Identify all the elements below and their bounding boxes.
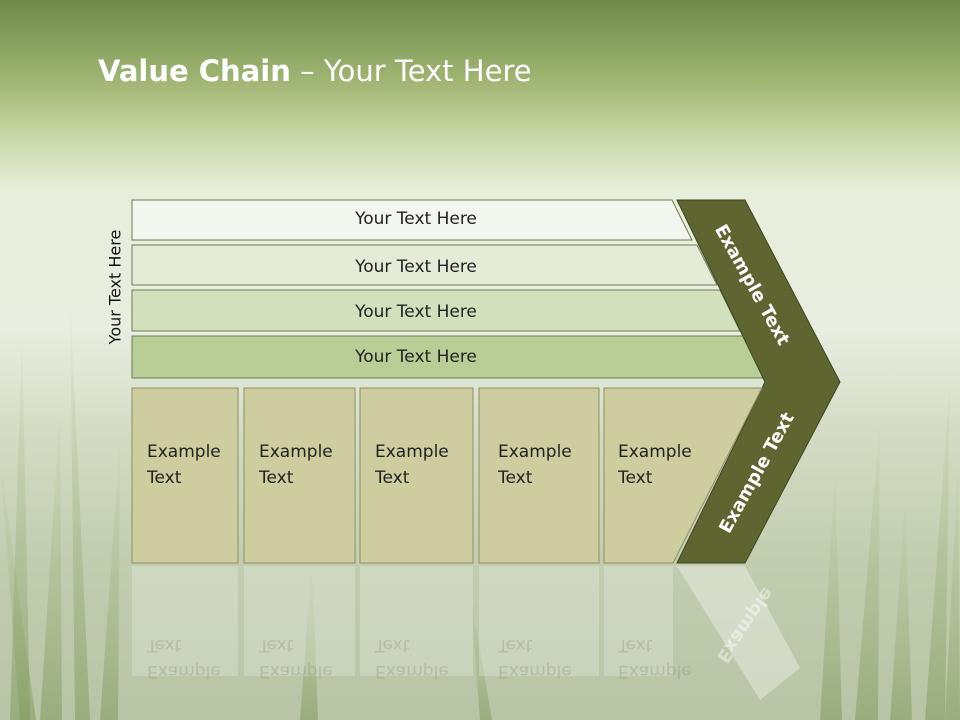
title-separator: – [290,54,324,88]
chevron-shape [676,199,841,564]
slide-title: Value Chain – Your Text Here [98,54,532,88]
box-label-reflection-1: Example Text [147,635,221,681]
chevron-reflection [677,566,800,700]
row-label-3: Your Text Here [355,302,477,322]
box-shape-1 [131,387,239,564]
box-reflection-5 [604,566,673,676]
box-label-reflection-4: Example Text [498,635,572,681]
row-shape-2 [131,244,718,286]
box-label-3: Example Text [375,442,449,488]
box-shape-4 [478,387,600,564]
title-rest: Your Text Here [323,54,532,88]
box-reflection-1 [132,566,238,676]
box-label-1: Example Text [147,442,221,488]
row-shape-1 [131,199,693,241]
box-shape-2 [243,387,356,564]
box-label-4: Example Text [498,442,572,488]
row-label-4: Your Text Here [355,347,477,367]
box-label-2: Example Text [259,442,333,488]
row-label-1: Your Text Here [355,209,477,229]
box-label-5: Example Text [618,442,692,488]
box-reflection-2 [244,566,355,676]
box-shape-5 [603,387,763,564]
box-label-reflection-3: Example Text [375,635,449,681]
box-label-reflection-5: Example Text [618,635,692,681]
box-label-reflection-2: Example Text [259,635,333,681]
box-shape-3 [359,387,474,564]
row-label-2: Your Text Here [355,257,477,277]
box-reflection-4 [479,566,599,676]
title-bold: Value Chain [98,54,291,88]
box-reflection-3 [360,566,473,676]
